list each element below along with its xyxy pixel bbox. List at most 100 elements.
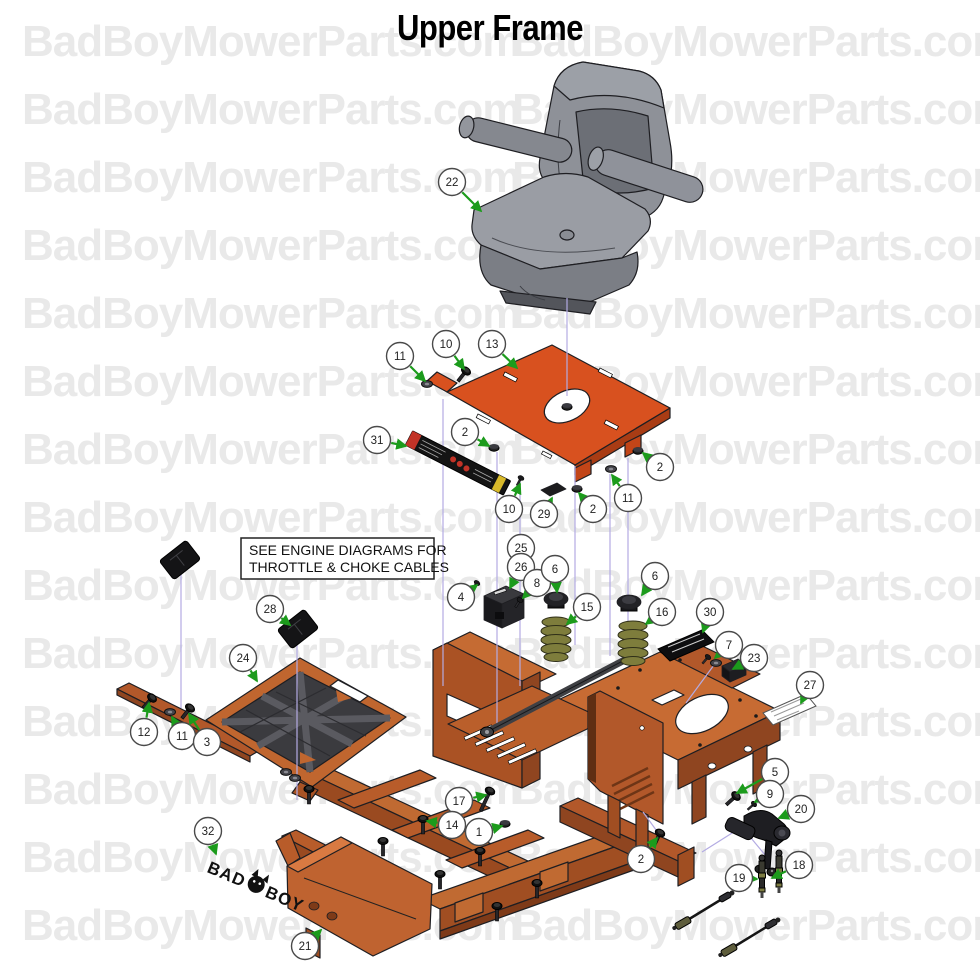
seat-armrest-right [587,146,704,203]
svg-text:16: 16 [656,607,669,619]
watermark-text: BadBoyMowerParts.com [22,153,520,202]
callout-18[interactable]: 18 [770,850,814,880]
seat-mounting-plate [426,344,671,483]
callout-24[interactable]: 24 [228,643,258,683]
hardware-boltV [377,837,389,857]
callout-6[interactable]: 6 [640,561,670,597]
callout-2[interactable]: 2 [577,491,608,524]
support-rod [480,648,644,738]
seat-spring-right [617,620,649,666]
svg-text:9: 9 [767,789,773,801]
hardware-layer [141,366,757,922]
note-box: SEE ENGINE DIAGRAMS FOR THROTTLE & CHOKE… [240,537,449,580]
callout-6[interactable]: 6 [540,554,570,594]
callout-23[interactable]: 23 [731,643,769,673]
svg-text:29: 29 [538,509,551,521]
callout-4[interactable]: 4 [446,582,479,612]
callout-2[interactable]: 2 [626,836,659,874]
svg-text:5: 5 [772,767,778,779]
callout-21[interactable]: 21 [290,928,323,961]
watermark-text: BadBoyMowerParts.com [22,765,520,814]
callout-14[interactable]: 14 [425,810,467,840]
hardware-screw [514,597,524,609]
warning-decal-strip [405,430,511,496]
callout-11[interactable]: 11 [385,341,427,383]
hardware-boltV [434,870,446,890]
leader-line [685,664,715,704]
callout-10[interactable]: 10 [494,482,524,524]
svg-text:20: 20 [795,804,808,816]
svg-text:27: 27 [804,680,817,692]
callout-15[interactable]: 15 [565,592,602,626]
svg-text:6: 6 [552,564,558,576]
callout-1[interactable]: 1 [464,817,504,847]
callout-22[interactable]: 22 [437,167,483,213]
svg-text:32: 32 [202,826,215,838]
svg-text:7: 7 [726,640,732,652]
hardware-boltV [531,879,543,899]
dog-head-icon [247,869,270,893]
hardware-bolt [180,703,195,720]
hardware-nut [561,403,573,411]
svg-text:1: 1 [476,827,482,839]
callout-3[interactable]: 3 [188,712,222,757]
callout-16[interactable]: 16 [644,597,677,627]
hardware-washer [280,768,292,776]
callout-29[interactable]: 29 [529,496,559,529]
rubber-pad [159,540,201,580]
hardware-nut [488,444,500,452]
spring-cap-right [616,594,642,612]
svg-text:30: 30 [704,607,717,619]
watermark-text: BadBoyMowerParts.com [512,901,980,950]
callout-13[interactable]: 13 [477,329,519,370]
callout-10[interactable]: 10 [431,329,466,371]
spring-cap-left [543,591,569,609]
callout-17[interactable]: 17 [444,786,488,816]
cable-fitting [775,849,783,893]
svg-text:23: 23 [748,653,761,665]
callout-11[interactable]: 11 [167,715,197,751]
svg-text:2: 2 [590,504,596,516]
callout-11[interactable]: 11 [611,473,643,513]
svg-text:THROTTLE & CHOKE CABLES: THROTTLE & CHOKE CABLES [249,559,449,575]
callout-19[interactable]: 19 [724,863,759,893]
hardware-nut [632,447,644,455]
svg-text:3: 3 [204,737,210,749]
seat-armrest-left [458,115,573,163]
svg-text:2: 2 [462,427,468,439]
callout-20[interactable]: 20 [777,794,816,824]
svg-text:10: 10 [440,339,453,351]
watermark-layer: BadBoyMowerParts.comBadBoyMowerParts.com… [22,17,980,950]
serial-label [657,629,715,662]
svg-text:15: 15 [581,602,594,614]
callout-32[interactable]: 32 [193,816,223,856]
watermark-text: BadBoyMowerParts.com [512,17,980,66]
hardware-washer [421,380,433,388]
callout-30[interactable]: 30 [695,597,725,634]
callout-9[interactable]: 9 [753,779,785,809]
svg-text:25: 25 [515,543,528,555]
callout-12[interactable]: 12 [129,701,159,747]
cable-fitting [758,854,766,898]
svg-text:11: 11 [394,351,406,363]
svg-text:19: 19 [733,873,746,885]
watermark-text: BadBoyMowerParts.com [22,17,520,66]
hardware-washer [164,708,176,716]
page-title: Upper Frame [397,8,584,49]
svg-text:10: 10 [503,504,516,516]
callout-7[interactable]: 7 [713,630,744,660]
callout-2[interactable]: 2 [450,417,491,447]
svg-text:31: 31 [371,435,384,447]
watermark-text: BadBoyMowerParts.com [22,289,520,338]
svg-text:6: 6 [652,571,658,583]
callout-2[interactable]: 2 [641,451,675,482]
callout-27[interactable]: 27 [795,670,825,705]
hardware-boltV [474,847,486,867]
svg-text:SEE ENGINE DIAGRAMS FOR: SEE ENGINE DIAGRAMS FOR [249,542,447,558]
callout-28[interactable]: 28 [255,594,292,627]
callout-31[interactable]: 31 [362,425,408,455]
hardware-screw [701,654,712,665]
